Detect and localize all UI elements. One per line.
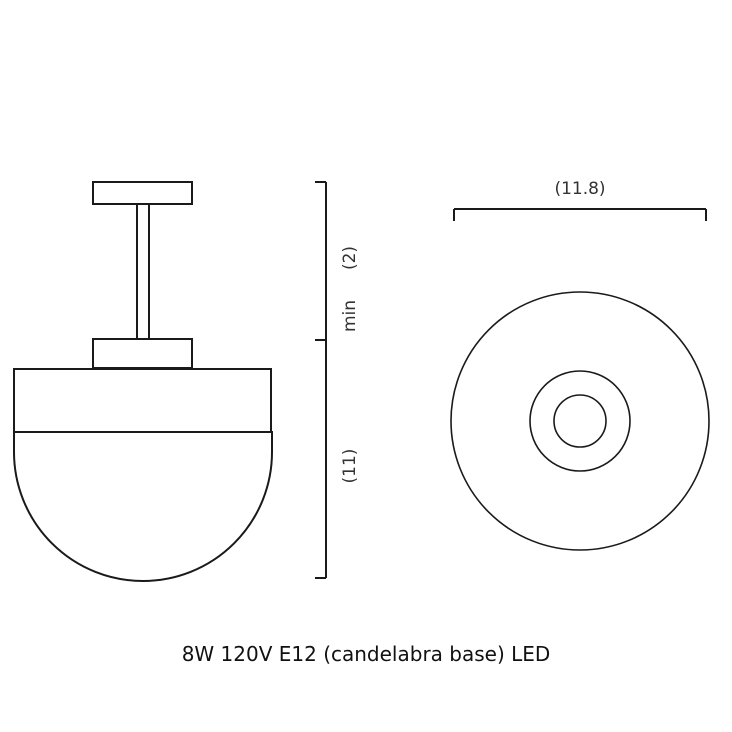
top-view	[450, 291, 710, 551]
outer-circle	[450, 291, 710, 551]
side-view	[13, 181, 273, 582]
shade-band	[13, 368, 272, 433]
diameter-dimension	[453, 208, 707, 221]
stem-min-label: min	[340, 300, 360, 332]
body-height-label: (11)	[340, 449, 360, 484]
stem-dimension-label: (2)	[340, 246, 360, 270]
height-dimension	[315, 181, 327, 579]
diameter-label: (11.8)	[554, 179, 605, 199]
stem	[136, 203, 150, 340]
canopy	[92, 181, 193, 205]
globe	[13, 431, 273, 582]
socket-cup	[92, 338, 193, 369]
inner-circle	[553, 394, 607, 448]
middle-circle	[529, 370, 631, 472]
spec-caption: 8W 120V E12 (candelabra base) LED	[181, 642, 551, 666]
